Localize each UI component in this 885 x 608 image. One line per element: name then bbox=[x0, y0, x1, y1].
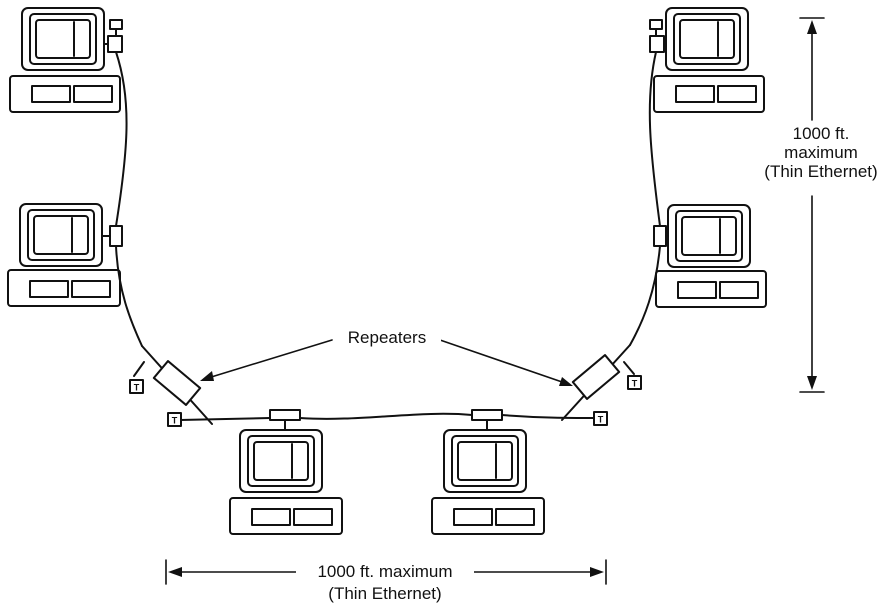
horizontal-label-line1: 1000 ft. maximum bbox=[296, 562, 474, 581]
vertical-dimension-label: 1000 ft. maximum (Thin Ethernet) bbox=[760, 124, 882, 181]
cable-left-lower bbox=[116, 246, 142, 346]
repeater-pointer-left bbox=[200, 340, 332, 381]
svg-text:T: T bbox=[134, 383, 140, 393]
terminator-left-horizontal: T bbox=[168, 413, 181, 426]
horizontal-label-line2: (Thin Ethernet) bbox=[306, 584, 464, 603]
repeater-right bbox=[562, 345, 634, 420]
cable-left-upper bbox=[116, 52, 127, 226]
cable-right-lower bbox=[630, 246, 660, 345]
dimension-horizontal bbox=[166, 560, 606, 584]
workstation-right-middle bbox=[656, 205, 766, 307]
t-connector-right-middle bbox=[654, 226, 668, 246]
repeater-left bbox=[134, 346, 212, 424]
repeater-pointer-right bbox=[440, 340, 573, 386]
vertical-label-line3: (Thin Ethernet) bbox=[760, 162, 882, 181]
repeaters-label: Repeaters bbox=[333, 328, 441, 347]
cable-right-upper bbox=[650, 52, 660, 226]
t-connector-bottom-left bbox=[270, 410, 300, 430]
cable-bottom-segment bbox=[180, 414, 595, 420]
workstation-bottom-left bbox=[230, 430, 342, 534]
t-connector-left-top bbox=[104, 20, 122, 52]
dimension-vertical bbox=[800, 18, 824, 392]
t-connector-right-top bbox=[650, 20, 666, 52]
workstation-left-top bbox=[10, 8, 120, 112]
svg-text:T: T bbox=[598, 415, 604, 425]
t-connector-left-middle bbox=[102, 226, 122, 246]
terminator-right-vertical: T bbox=[628, 376, 641, 389]
vertical-label-line2: maximum bbox=[760, 143, 882, 162]
svg-text:T: T bbox=[172, 416, 178, 426]
terminator-left-vertical: T bbox=[130, 380, 143, 393]
t-connector-bottom-right bbox=[472, 410, 502, 430]
workstation-bottom-right bbox=[432, 430, 544, 534]
workstation-left-middle bbox=[8, 204, 120, 306]
vertical-label-line1: 1000 ft. bbox=[760, 124, 882, 143]
workstation-right-top bbox=[654, 8, 764, 112]
svg-text:T: T bbox=[632, 379, 638, 389]
terminator-right-horizontal: T bbox=[594, 412, 607, 425]
